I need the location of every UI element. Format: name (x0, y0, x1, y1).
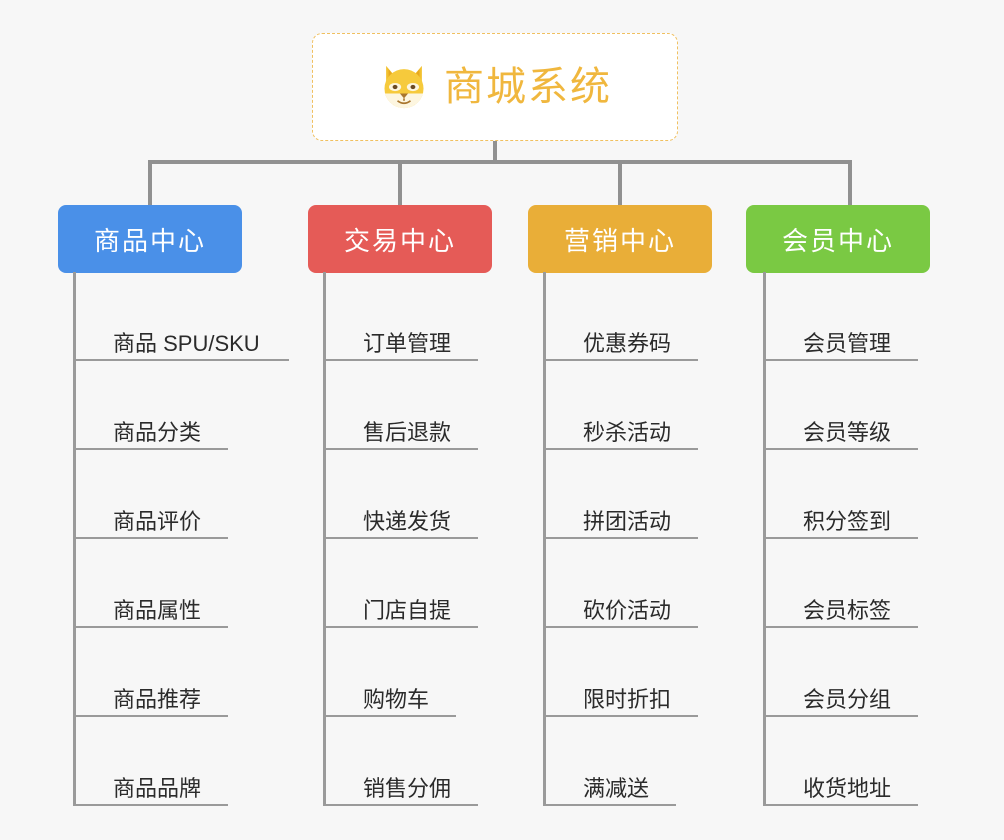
category-title: 交易中心 (343, 225, 456, 256)
leaf-item-underline (543, 359, 698, 361)
leaf-item-underline (763, 359, 918, 361)
horizontal-bus-connector (148, 160, 852, 164)
leaf-item-label: 商品品牌 (113, 776, 202, 801)
leaf-item-label: 购物车 (363, 687, 430, 712)
leaf-item-underline (763, 448, 918, 450)
leaf-item-label: 优惠券码 (583, 331, 672, 356)
leaf-item[interactable]: 会员管理 (763, 272, 918, 361)
leaf-item-label: 秒杀活动 (583, 420, 672, 445)
leaf-item[interactable]: 限时折扣 (543, 628, 698, 717)
leaf-item-underline (543, 537, 698, 539)
leaf-item-underline (543, 804, 676, 806)
leaf-item-underline (323, 715, 456, 717)
leaf-item-label: 会员分组 (803, 687, 892, 712)
leaf-item-underline (763, 537, 918, 539)
leaf-item[interactable]: 门店自提 (323, 539, 478, 628)
leaf-item[interactable]: 商品评价 (73, 450, 260, 539)
leaf-item[interactable]: 优惠券码 (543, 272, 698, 361)
category-box-member-center[interactable]: 会员中心 (746, 205, 930, 273)
leaf-column-member-center: 会员管理会员等级积分签到会员标签会员分组收货地址 (763, 272, 918, 806)
leaf-item-label: 砍价活动 (583, 598, 672, 623)
leaf-item-underline (73, 804, 228, 806)
leaf-item-label: 满减送 (583, 776, 650, 801)
category-title: 商品中心 (93, 225, 206, 256)
leaf-item-underline (323, 804, 478, 806)
leaf-item[interactable]: 拼团活动 (543, 450, 698, 539)
column-spine (763, 272, 766, 806)
leaf-item[interactable]: 商品属性 (73, 539, 260, 628)
leaf-item[interactable]: 会员分组 (763, 628, 918, 717)
shiba-inu-icon (384, 65, 424, 110)
leaf-item-label: 售后退款 (363, 420, 452, 445)
column-spine (543, 272, 546, 806)
category-box-product-center[interactable]: 商品中心 (58, 205, 242, 273)
leaf-item[interactable]: 商品推荐 (73, 628, 260, 717)
leaf-item-underline (73, 715, 228, 717)
leaf-item-label: 销售分佣 (363, 776, 452, 801)
leaf-item-label: 会员标签 (803, 598, 892, 623)
branch-drop-connector-1 (148, 160, 152, 205)
leaf-item-label: 商品推荐 (113, 687, 202, 712)
category-box-trade-center[interactable]: 交易中心 (308, 205, 492, 273)
leaf-item-underline (323, 537, 478, 539)
leaf-item-underline (73, 537, 228, 539)
leaf-item[interactable]: 砍价活动 (543, 539, 698, 628)
category-title: 营销中心 (563, 225, 676, 256)
leaf-item-underline (323, 359, 478, 361)
leaf-item-label: 商品 SPU/SKU (113, 331, 260, 356)
leaf-item[interactable]: 积分签到 (763, 450, 918, 539)
root-trunk-connector (493, 141, 497, 164)
leaf-column-marketing-center: 优惠券码秒杀活动拼团活动砍价活动限时折扣满减送 (543, 272, 698, 806)
leaf-item-label: 会员等级 (803, 420, 892, 445)
leaf-item[interactable]: 会员标签 (763, 539, 918, 628)
leaf-item-label: 收货地址 (803, 776, 892, 801)
leaf-item-underline (73, 448, 228, 450)
leaf-item-label: 商品评价 (113, 509, 202, 534)
leaf-item[interactable]: 收货地址 (763, 717, 918, 806)
leaf-item-underline (543, 448, 698, 450)
leaf-item[interactable]: 购物车 (323, 628, 456, 717)
branch-drop-connector-2 (398, 160, 402, 205)
leaf-item-label: 快递发货 (363, 509, 452, 534)
leaf-item-underline (323, 448, 478, 450)
column-spine (73, 272, 76, 806)
leaf-item-underline (543, 626, 698, 628)
leaf-item[interactable]: 会员等级 (763, 361, 918, 450)
leaf-item-label: 商品分类 (113, 420, 202, 445)
leaf-item[interactable]: 商品 SPU/SKU (73, 272, 289, 361)
leaf-item-label: 会员管理 (803, 331, 892, 356)
leaf-column-product-center: 商品 SPU/SKU 商品分类商品评价商品属性商品推荐商品品牌 (73, 272, 289, 806)
column-spine (323, 272, 326, 806)
leaf-item-label: 拼团活动 (583, 509, 672, 534)
leaf-item-underline (73, 626, 228, 628)
leaf-item-label: 商品属性 (113, 598, 202, 623)
leaf-item-underline (73, 359, 289, 361)
leaf-item[interactable]: 商品品牌 (73, 717, 260, 806)
category-box-marketing-center[interactable]: 营销中心 (528, 205, 712, 273)
leaf-item-label: 限时折扣 (583, 687, 672, 712)
leaf-item[interactable]: 商品分类 (73, 361, 260, 450)
leaf-item[interactable]: 满减送 (543, 717, 676, 806)
branch-drop-connector-4 (848, 160, 852, 205)
leaf-item[interactable]: 秒杀活动 (543, 361, 698, 450)
leaf-item-label: 积分签到 (803, 509, 892, 534)
leaf-item[interactable]: 销售分佣 (323, 717, 478, 806)
leaf-column-trade-center: 订单管理售后退款快递发货门店自提购物车销售分佣 (323, 272, 478, 806)
leaf-item[interactable]: 售后退款 (323, 361, 478, 450)
leaf-item-label: 订单管理 (363, 331, 452, 356)
leaf-item-label: 门店自提 (363, 598, 452, 623)
branch-drop-connector-3 (618, 160, 622, 205)
leaf-item[interactable]: 快递发货 (323, 450, 478, 539)
leaf-item-underline (543, 715, 698, 717)
leaf-item[interactable]: 订单管理 (323, 272, 478, 361)
root-node[interactable]: 商城系统 (312, 33, 678, 141)
leaf-item-underline (763, 715, 918, 717)
category-title: 会员中心 (781, 225, 894, 256)
leaf-item-underline (763, 804, 918, 806)
leaf-item-underline (763, 626, 918, 628)
leaf-item-underline (323, 626, 478, 628)
root-title: 商城系统 (444, 65, 612, 109)
